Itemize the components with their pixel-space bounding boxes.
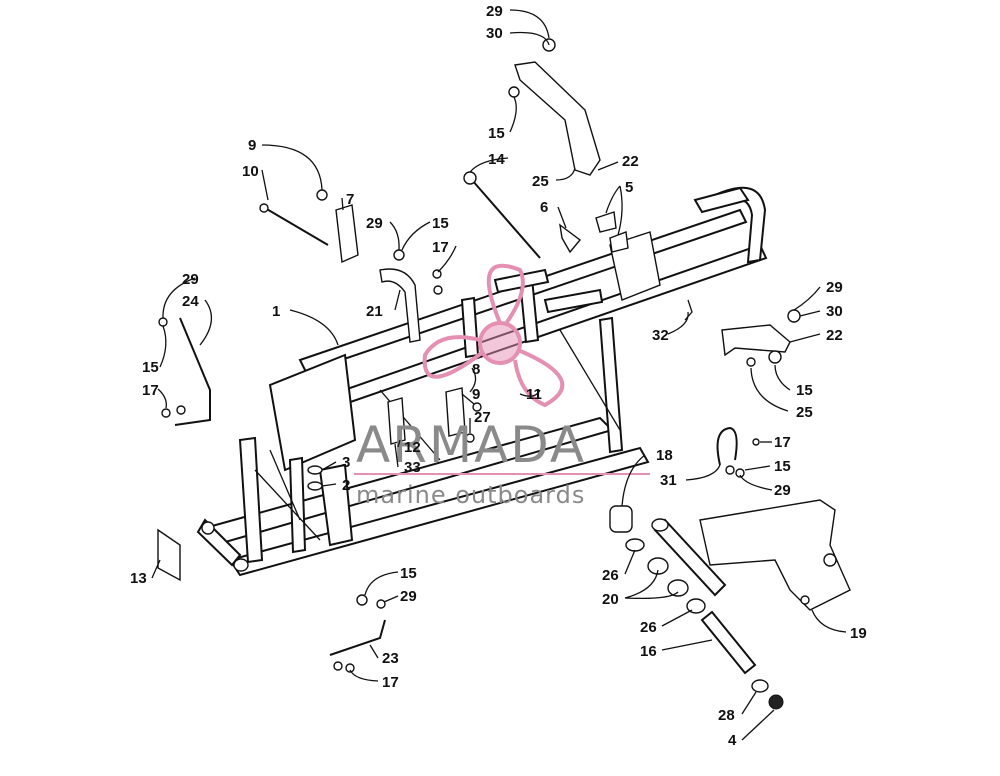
callout-30-b: 30 bbox=[826, 303, 843, 320]
callout-17-d: 17 bbox=[382, 674, 399, 691]
callout-15-e: 15 bbox=[774, 458, 791, 475]
callout-17-c: 17 bbox=[774, 434, 791, 451]
callout-12: 12 bbox=[404, 439, 421, 456]
callout-22-b: 22 bbox=[826, 327, 843, 344]
callout-6: 6 bbox=[540, 199, 548, 216]
callout-17: 17 bbox=[432, 239, 449, 256]
callout-26-b: 26 bbox=[640, 619, 657, 636]
callout-29-f: 29 bbox=[400, 588, 417, 605]
callout-18: 18 bbox=[656, 447, 673, 464]
callout-2: 2 bbox=[342, 477, 350, 494]
callout-17-b: 17 bbox=[142, 382, 159, 399]
callout-29-d: 29 bbox=[826, 279, 843, 296]
callout-22: 22 bbox=[622, 153, 639, 170]
callout-29-c: 29 bbox=[182, 271, 199, 288]
callout-15-d: 15 bbox=[796, 382, 813, 399]
callout-28: 28 bbox=[718, 707, 735, 724]
callout-11: 11 bbox=[526, 386, 542, 403]
callout-29-b: 29 bbox=[366, 215, 383, 232]
callout-26: 26 bbox=[602, 567, 619, 584]
callout-20: 20 bbox=[602, 591, 619, 608]
propeller-logo bbox=[422, 263, 565, 408]
callout-32: 32 bbox=[652, 327, 669, 344]
callout-29: 29 bbox=[486, 3, 503, 20]
callout-1: 1 bbox=[272, 303, 280, 320]
callout-3: 3 bbox=[342, 454, 350, 471]
leader-lines bbox=[151, 9, 847, 741]
callout-27: 27 bbox=[474, 409, 491, 426]
callout-19: 19 bbox=[850, 625, 867, 642]
callout-5: 5 bbox=[625, 179, 633, 196]
callout-15-f: 15 bbox=[400, 565, 417, 582]
callout-25: 25 bbox=[532, 173, 549, 190]
callout-7: 7 bbox=[346, 191, 354, 208]
callout-10: 10 bbox=[242, 163, 259, 180]
callout-15-b: 15 bbox=[432, 215, 449, 232]
callout-8: 8 bbox=[472, 361, 480, 378]
parts bbox=[157, 38, 851, 710]
callout-30: 30 bbox=[486, 25, 503, 42]
callout-24: 24 bbox=[182, 293, 199, 310]
callout-labels: 29 30 15 14 25 22 5 6 9 10 7 29 15 17 21… bbox=[130, 3, 867, 749]
callout-15: 15 bbox=[488, 125, 505, 142]
callout-13: 13 bbox=[130, 570, 147, 587]
callout-25-b: 25 bbox=[796, 404, 813, 421]
callout-15-c: 15 bbox=[142, 359, 159, 376]
callout-14: 14 bbox=[488, 151, 505, 168]
callout-21: 21 bbox=[366, 303, 383, 320]
callout-33: 33 bbox=[404, 459, 421, 476]
callout-31: 31 bbox=[660, 472, 677, 489]
callout-29-e: 29 bbox=[774, 482, 791, 499]
watermark-brand: ARMADA bbox=[356, 416, 586, 474]
callout-16: 16 bbox=[640, 643, 657, 660]
watermark-tagline: marine outboards bbox=[356, 481, 585, 509]
frame-assembly bbox=[196, 186, 768, 577]
callout-9: 9 bbox=[248, 137, 256, 154]
callout-9-b: 9 bbox=[472, 386, 480, 403]
callout-4: 4 bbox=[728, 732, 737, 749]
callout-23: 23 bbox=[382, 650, 399, 667]
